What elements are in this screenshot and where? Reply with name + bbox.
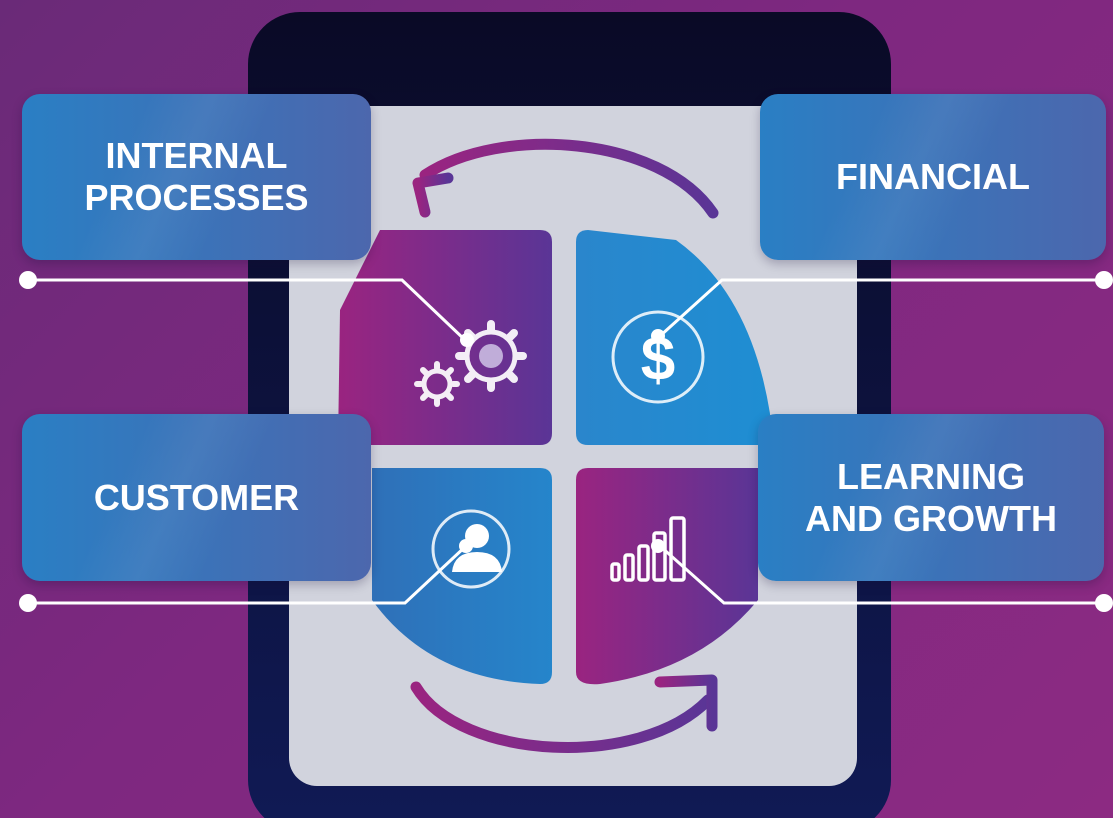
label-internal-processes: INTERNAL PROCESSES bbox=[84, 135, 309, 218]
label-financial: FINANCIAL bbox=[836, 156, 1030, 197]
cycle-arrow-bottom bbox=[410, 674, 718, 753]
cycle-arrow-top bbox=[412, 138, 719, 219]
card-customer: CUSTOMER bbox=[22, 414, 371, 581]
label-learning-and-growth: LEARNING AND GROWTH bbox=[805, 455, 1057, 539]
connector-dots bbox=[19, 271, 1113, 612]
card-internal-processes: INTERNAL PROCESSES bbox=[22, 94, 371, 260]
segment-learning-growth bbox=[576, 468, 758, 685]
connector-lines bbox=[28, 278, 1104, 605]
card-learning-and-growth: LEARNING AND GROWTH bbox=[758, 414, 1104, 581]
card-financial: FINANCIAL bbox=[760, 94, 1106, 260]
gears-icon bbox=[414, 320, 527, 407]
segment-internal-processes bbox=[338, 230, 552, 445]
label-customer: CUSTOMER bbox=[93, 476, 300, 518]
segment-financial bbox=[576, 230, 774, 445]
quadrant-pie bbox=[338, 230, 774, 685]
bar-chart-icon bbox=[610, 516, 686, 582]
segment-customer bbox=[372, 468, 552, 684]
